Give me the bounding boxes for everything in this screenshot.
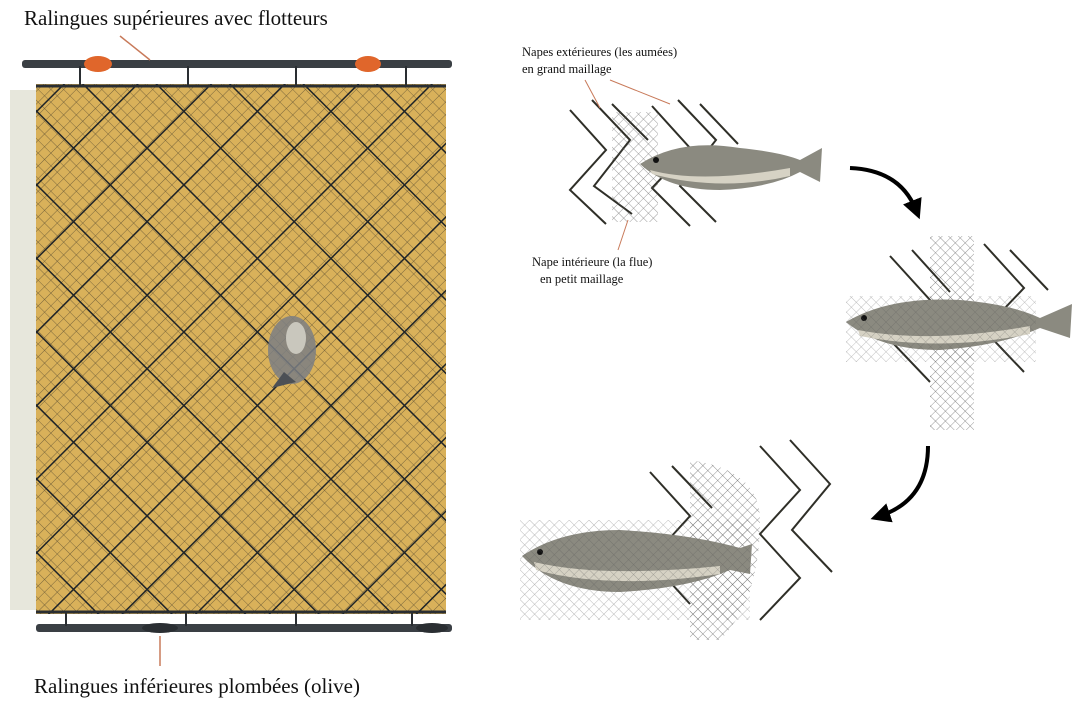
float-icon: [355, 56, 381, 72]
top-label-pointer: [120, 36, 150, 60]
outer-nets-label-line-1: Napes extérieures (les aumées): [522, 44, 677, 61]
sinker-icon: [142, 623, 178, 633]
outer-label-pointer: [585, 80, 600, 108]
leadline: [36, 612, 452, 633]
leadline-label: Ralingues inférieures plombées (olive): [34, 674, 360, 699]
arrow-1-icon: [850, 168, 916, 210]
outer-nets-label: Napes extérieures (les aumées) en grand …: [522, 44, 677, 78]
inner-net-label: Nape intérieure (la flue) en petit maill…: [532, 254, 652, 288]
headrope-label: Ralingues supérieures avec flotteurs: [24, 6, 328, 31]
inner-label-pointer: [618, 220, 628, 250]
cod-fish-icon: [640, 145, 822, 190]
float-icon: [84, 56, 112, 72]
sinker-icon: [416, 623, 448, 633]
outer-nets-label-line-2: en grand maillage: [522, 61, 677, 78]
outer-label-pointer-2: [610, 80, 670, 104]
inner-net-label-line-2: en petit maillage: [532, 271, 652, 288]
stage-3-fish-trapped: [520, 440, 832, 640]
headrope: [22, 56, 452, 86]
stage-1-fish-approach: [570, 80, 822, 250]
stage-2-fish-entangled: [846, 236, 1072, 430]
inner-net-label-line-1: Nape intérieure (la flue): [532, 254, 652, 271]
arrow-2-icon: [880, 446, 928, 516]
net-panel: [10, 84, 446, 614]
